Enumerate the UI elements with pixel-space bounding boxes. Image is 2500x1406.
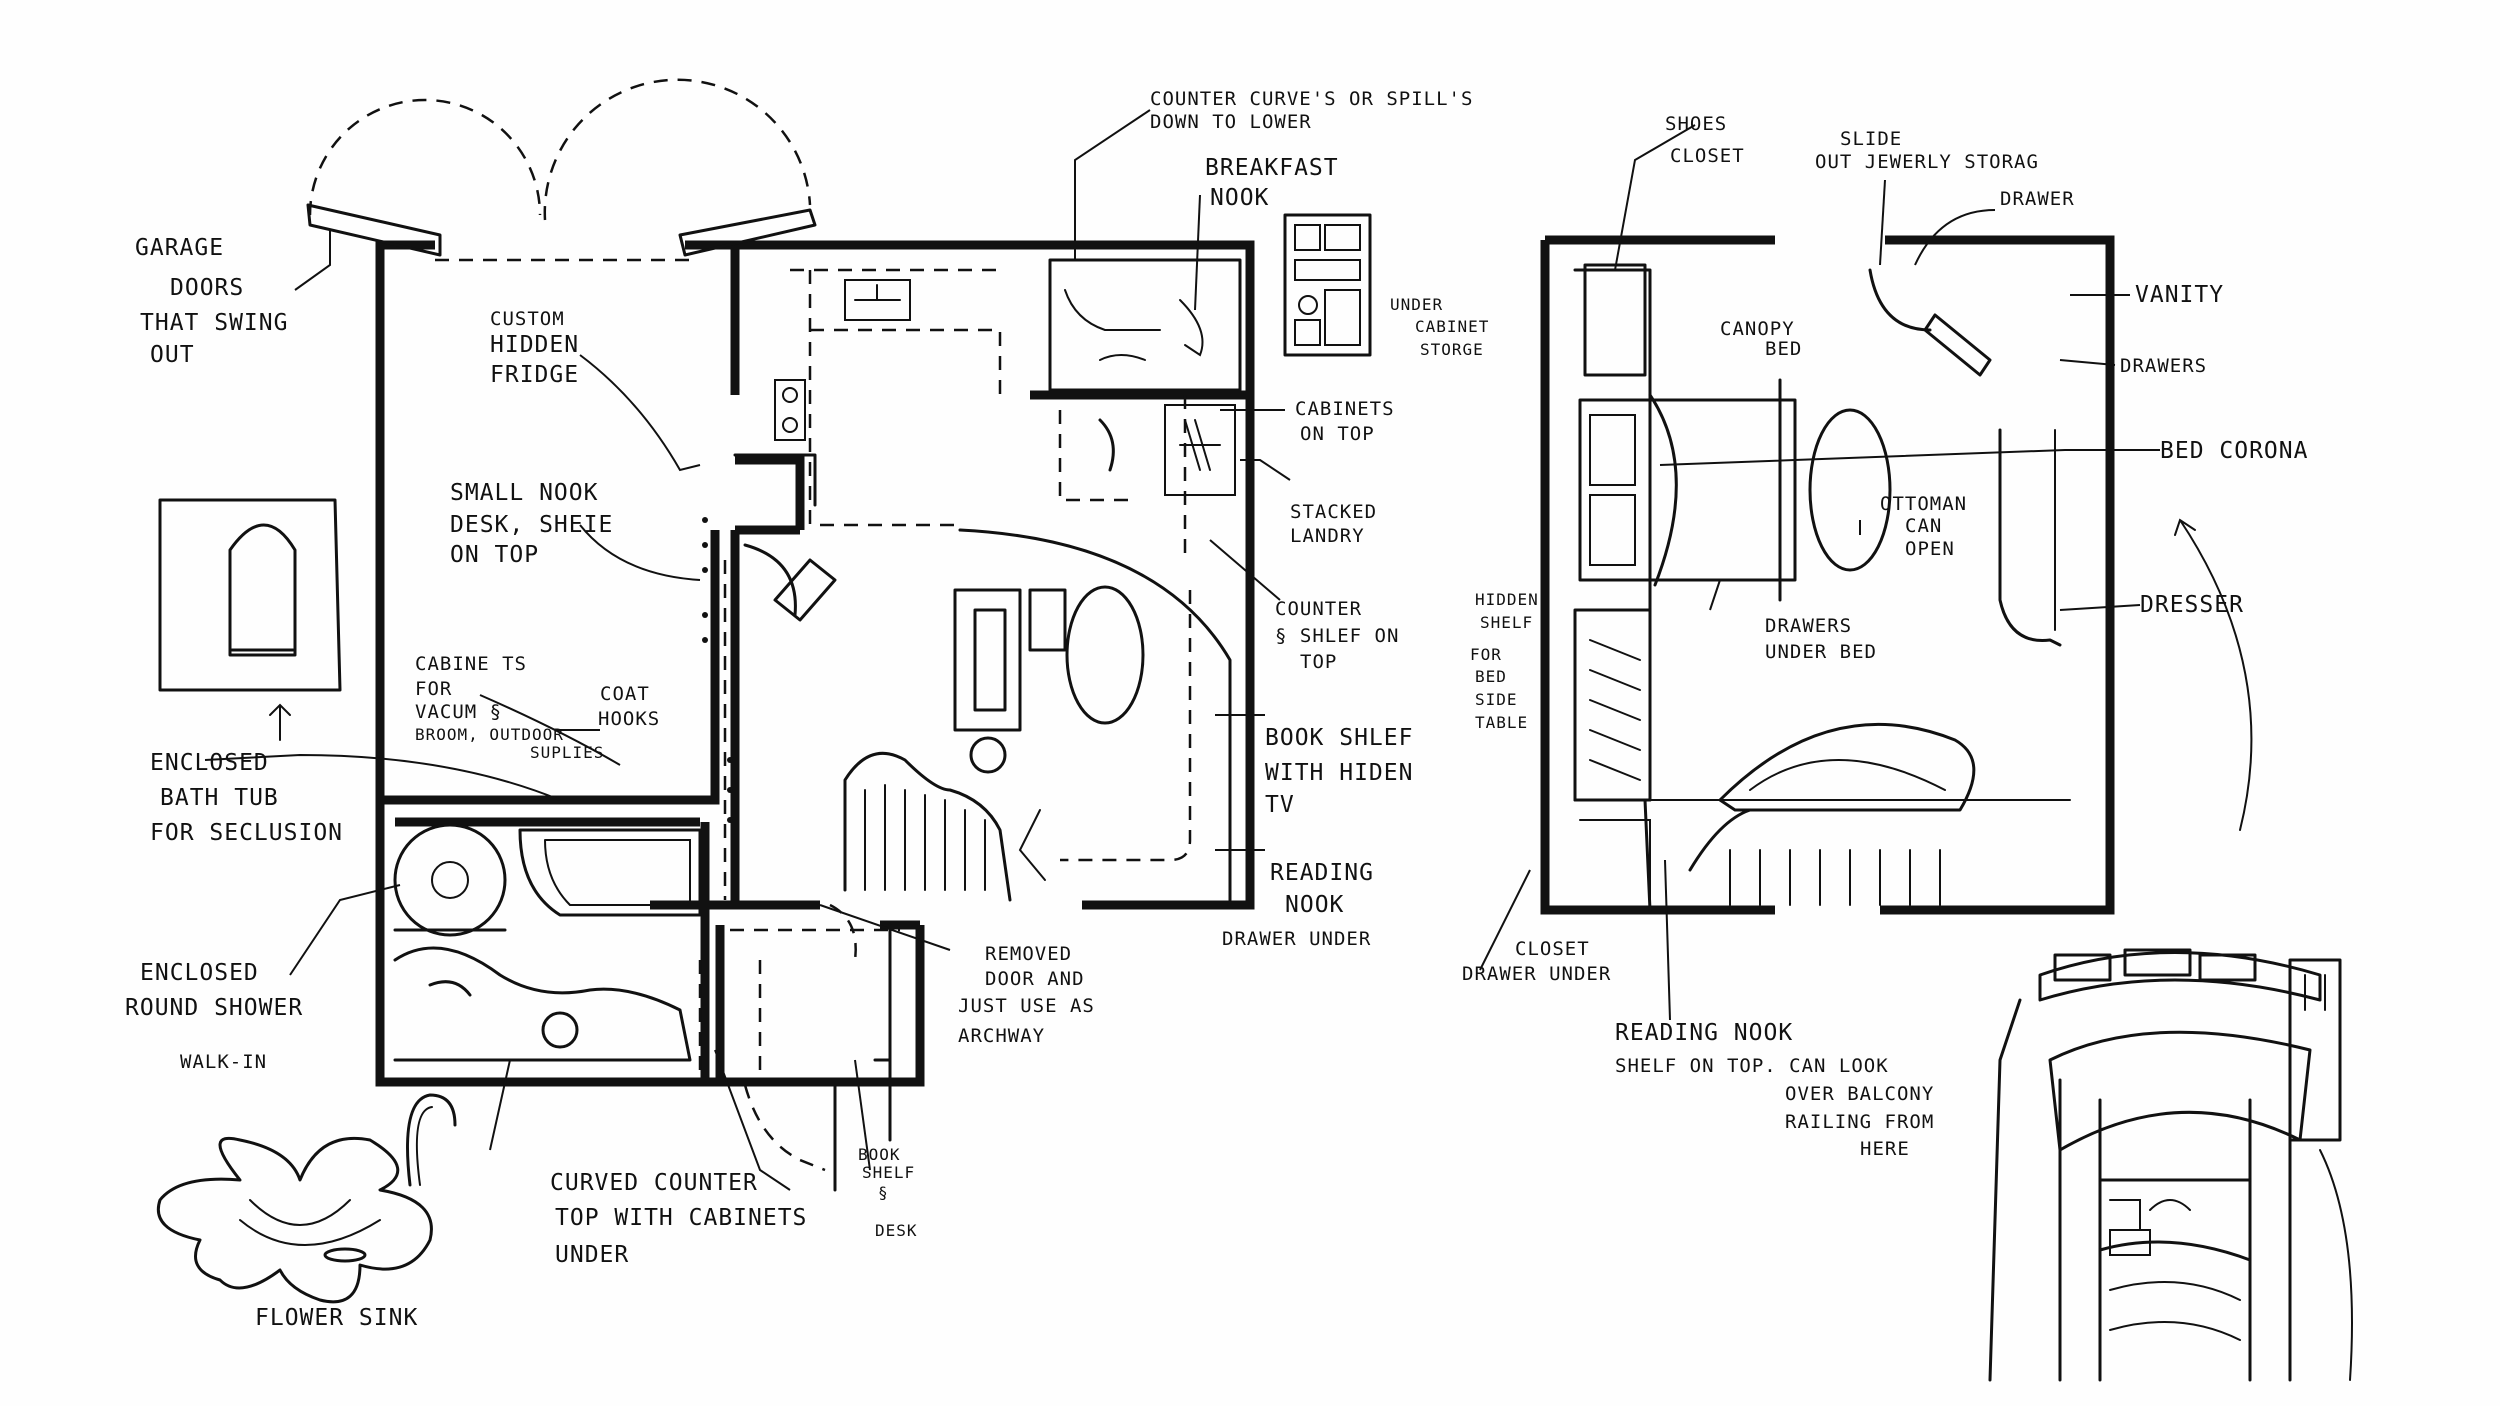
label-hidden-shelf-6: TABLE — [1475, 713, 1528, 732]
label-cabinets-vacuum-4: BROOM, OUTDOOR — [415, 725, 564, 744]
label-shower-1: ENCLOSED — [140, 960, 259, 986]
label-breakfast-nook-1: BREAKFAST — [1205, 155, 1339, 181]
coat-hook-dots — [702, 517, 733, 823]
label-curved-counter-1: CURVED COUNTER — [550, 1170, 758, 1196]
label-bath-1: ENCLOSED — [150, 750, 269, 776]
label-shoes-closet-1: SHOES — [1665, 113, 1727, 135]
label-shower-3: WALK-IN — [180, 1051, 267, 1073]
label-bookshelf-desk-3: § — [878, 1183, 889, 1202]
label-drawer: DRAWER — [2000, 188, 2075, 210]
label-coat-hooks-2: HOOKS — [598, 708, 660, 730]
arch-door-sketch — [158, 498, 342, 741]
label-garage-doors-1: GARAGE — [135, 235, 224, 261]
ground-floor-text: GARAGE DOORS THAT SWING OUT CUSTOM HIDDE… — [125, 88, 1489, 1331]
label-cabinets-vacuum-5: SUPLIES — [530, 743, 604, 762]
label-removed-door-2: DOOR AND — [985, 968, 1085, 990]
cabinet-elevation-sketch — [1283, 213, 1372, 357]
label-cabinets-vacuum-3: VACUM § — [415, 701, 502, 723]
label-counter-curve-2: DOWN TO LOWER — [1150, 111, 1312, 133]
label-bookshelf-desk-1: BOOK — [858, 1145, 901, 1164]
label-garage-doors-2: DOORS — [170, 275, 244, 301]
label-shower-2: ROUND SHOWER — [125, 995, 303, 1021]
label-removed-door-1: REMOVED — [985, 943, 1072, 965]
ground-floor-plan — [306, 78, 1255, 1192]
label-ottoman-3: OPEN — [1905, 538, 1955, 560]
label-closet-drawer-1: CLOSET — [1515, 938, 1590, 960]
label-shoes-closet-2: CLOSET — [1670, 145, 1745, 167]
label-canopy-bed-2: BED — [1765, 338, 1802, 360]
label-dresser: DRESSER — [2140, 592, 2244, 618]
label-bookshelf-desk-4: DESK — [875, 1221, 918, 1240]
label-garage-doors-3: THAT SWING — [140, 310, 288, 336]
label-vanity: VANITY — [2135, 282, 2224, 308]
upper-floor-plan — [1540, 235, 2253, 915]
label-jewelry-1: SLIDE — [1840, 128, 1902, 150]
label-reading-nook-shelf-2: SHELF ON TOP. CAN LOOK — [1615, 1055, 1889, 1077]
leader-lines — [204, 109, 2160, 1191]
label-reading-nook-shelf-3: OVER BALCONY — [1785, 1083, 1934, 1105]
label-garage-doors-4: OUT — [150, 342, 195, 368]
label-drawers: DRAWERS — [2120, 355, 2207, 377]
label-removed-door-3: JUST USE AS — [958, 995, 1095, 1017]
label-bookshelf-tv-1: BOOK SHLEF — [1265, 725, 1413, 751]
upper-floor-text: SHOES CLOSET SLIDE OUT JEWERLY STORAG DR… — [1462, 113, 2308, 1160]
label-flower-sink: FLOWER SINK — [255, 1305, 418, 1331]
label-counter-shelf-3: TOP — [1300, 651, 1337, 673]
label-hidden-fridge-3: FRIDGE — [490, 362, 579, 388]
label-hidden-shelf-3: FOR — [1470, 645, 1502, 664]
label-reading-nook-3: DRAWER UNDER — [1222, 928, 1371, 950]
label-bath-2: BATH TUB — [160, 785, 279, 811]
label-cabinets-vacuum-1: CABINE TS — [415, 653, 527, 675]
label-reading-nook-shelf-5: HERE — [1860, 1138, 1910, 1160]
label-bed-corona: BED CORONA — [2160, 438, 2308, 464]
label-canopy-bed-1: CANOPY — [1720, 318, 1795, 340]
label-hidden-shelf-4: BED — [1475, 667, 1507, 686]
label-reading-nook-shelf-1: READING NOOK — [1615, 1020, 1793, 1046]
label-nook-desk-2: DESK, SHEIE — [450, 512, 613, 538]
label-cabinets-top-2: ON TOP — [1300, 423, 1375, 445]
label-bookshelf-tv-2: WITH HIDEN — [1265, 760, 1413, 786]
label-hidden-fridge-1: CUSTOM — [490, 308, 565, 330]
label-hidden-shelf-2: SHELF — [1480, 613, 1533, 632]
label-stacked-laundry-1: STACKED — [1290, 501, 1377, 523]
label-ottoman-1: OTTOMAN — [1880, 493, 1967, 515]
label-curved-counter-2: TOP WITH CABINETS — [555, 1205, 807, 1231]
label-hidden-shelf-5: SIDE — [1475, 690, 1518, 709]
label-reading-nook-2: NOOK — [1285, 892, 1344, 918]
flower-sink-sketch — [157, 1093, 457, 1304]
label-removed-door-4: ARCHWAY — [958, 1025, 1045, 1047]
label-under-cabinet-1: UNDER — [1390, 295, 1443, 314]
label-counter-curve-1: COUNTER CURVE'S OR SPILL'S — [1150, 88, 1473, 110]
canopy-bed-sketch — [1988, 948, 2353, 1382]
label-under-cabinet-2: CABINET — [1415, 317, 1489, 336]
label-curved-counter-3: UNDER — [555, 1242, 629, 1268]
label-coat-hooks-1: COAT — [600, 683, 650, 705]
label-breakfast-nook-2: NOOK — [1210, 185, 1269, 211]
label-drawers-under-bed-1: DRAWERS — [1765, 615, 1852, 637]
label-cabinets-top-1: CABINETS — [1295, 398, 1395, 420]
label-drawers-under-bed-2: UNDER BED — [1765, 641, 1877, 663]
label-bookshelf-desk-2: SHELF — [862, 1163, 915, 1182]
label-counter-shelf-2: § SHLEF ON — [1275, 625, 1399, 647]
label-cabinets-vacuum-2: FOR — [415, 678, 452, 700]
label-reading-nook-shelf-4: RAILING FROM — [1785, 1111, 1934, 1133]
label-nook-desk-3: ON TOP — [450, 542, 539, 568]
label-nook-desk-1: SMALL NOOK — [450, 480, 598, 506]
label-ottoman-2: CAN — [1905, 515, 1942, 537]
label-bath-3: FOR SECLUSION — [150, 820, 343, 846]
label-bookshelf-tv-3: TV — [1265, 792, 1295, 818]
label-hidden-fridge-2: HIDDEN — [490, 332, 579, 358]
label-jewelry-2: OUT JEWERLY STORAG — [1815, 151, 2039, 173]
label-closet-drawer-2: DRAWER UNDER — [1462, 963, 1611, 985]
label-reading-nook-1: READING — [1270, 860, 1374, 886]
label-counter-shelf-1: COUNTER — [1275, 598, 1362, 620]
label-under-cabinet-3: STORGE — [1420, 340, 1484, 359]
label-hidden-shelf-1: HIDDEN — [1475, 590, 1539, 609]
label-stacked-laundry-2: LANDRY — [1290, 525, 1365, 547]
